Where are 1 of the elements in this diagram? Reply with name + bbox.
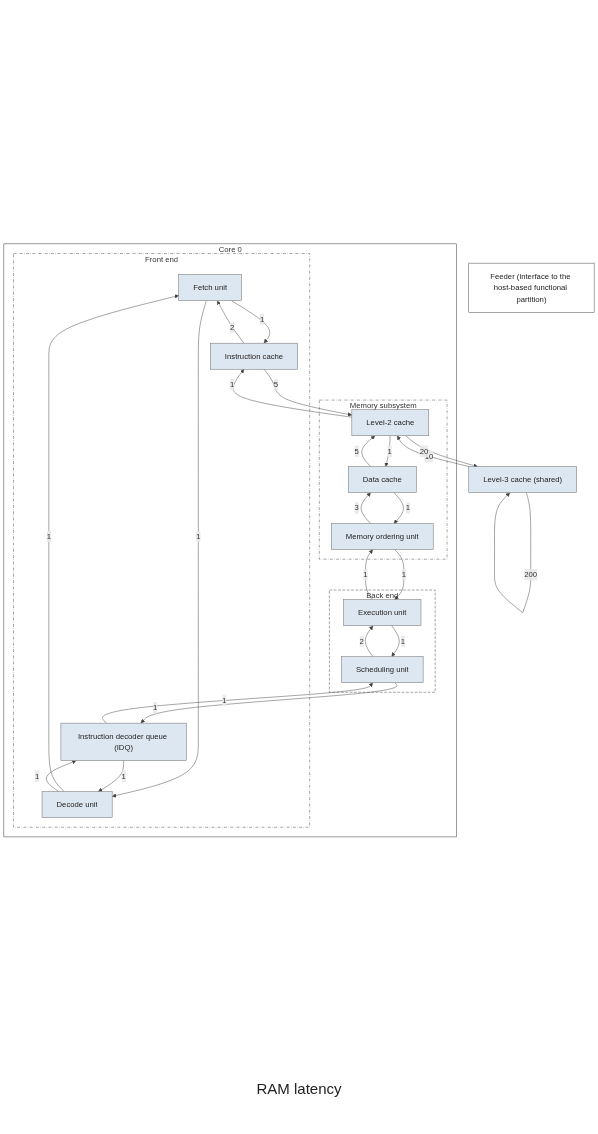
caption-text: RAM latency [256,1080,342,1097]
